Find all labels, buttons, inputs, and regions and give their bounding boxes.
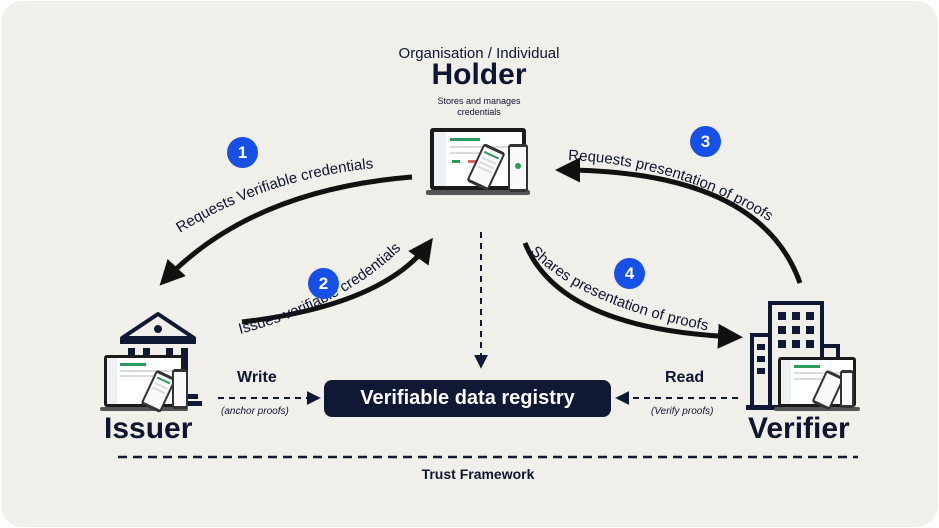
holder-desc-line1: Stores and manages	[437, 96, 521, 106]
arrow-requests-vc	[159, 174, 413, 286]
holder-device-icon	[426, 128, 530, 195]
issuer-device-icon	[100, 355, 188, 413]
write-sub-label: (anchor proofs)	[221, 406, 289, 417]
step-2-badge: 2	[308, 268, 339, 299]
verifier-device-icon	[774, 357, 860, 411]
arrow-requests-proofs	[555, 157, 803, 284]
arrow-shares-proofs	[522, 242, 743, 349]
holder-title: Holder	[431, 58, 527, 91]
step-3-badge: 3	[690, 126, 721, 157]
arrow-issues-vc	[241, 237, 433, 325]
read-label: Read	[665, 369, 705, 386]
holder-org-label: Organisation / Individual	[398, 45, 560, 62]
holder-desc-line2: credentials	[457, 107, 501, 117]
verifiable-data-registry: Verifiable data registry	[324, 380, 611, 417]
verifier-title: Verifier	[748, 412, 850, 445]
trust-framework-label: Trust Framework	[421, 466, 535, 482]
issuer-title: Issuer	[104, 412, 193, 445]
step-4-badge: 4	[614, 258, 645, 289]
read-sub-label: (Verify proofs)	[651, 406, 714, 417]
step-1-badge: 1	[227, 137, 258, 168]
write-label: Write	[237, 369, 277, 386]
